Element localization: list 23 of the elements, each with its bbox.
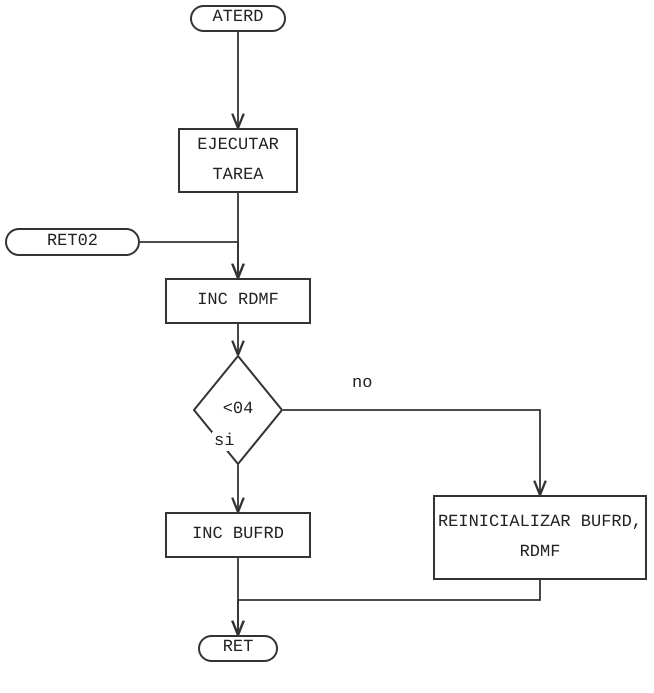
node-label: INC BUFRD — [192, 524, 284, 546]
node-label: <04 — [222, 398, 254, 421]
arrow — [231, 32, 245, 130]
arrow — [283, 409, 547, 496]
node-label: REINICIALIZAR BUFRD, RDMF — [436, 512, 644, 564]
arrow — [140, 241, 245, 280]
edge-label: si — [212, 432, 236, 451]
node-label: INC RDMF — [197, 290, 279, 312]
decision-diamond — [193, 355, 283, 465]
terminal-box — [190, 5, 286, 32]
arrow — [231, 465, 245, 514]
node-label: ATERD — [212, 7, 264, 30]
process-box — [165, 512, 311, 558]
process-box — [165, 278, 311, 324]
node-label: RET — [222, 637, 254, 660]
node-label: RET02 — [46, 230, 98, 253]
terminal-box — [198, 635, 278, 662]
node-label: EJECUTAR TAREA — [196, 134, 280, 186]
process-box — [433, 495, 647, 580]
terminal-box — [5, 228, 140, 256]
arrow — [231, 324, 245, 356]
arrow — [231, 580, 541, 636]
process-box — [178, 128, 298, 193]
